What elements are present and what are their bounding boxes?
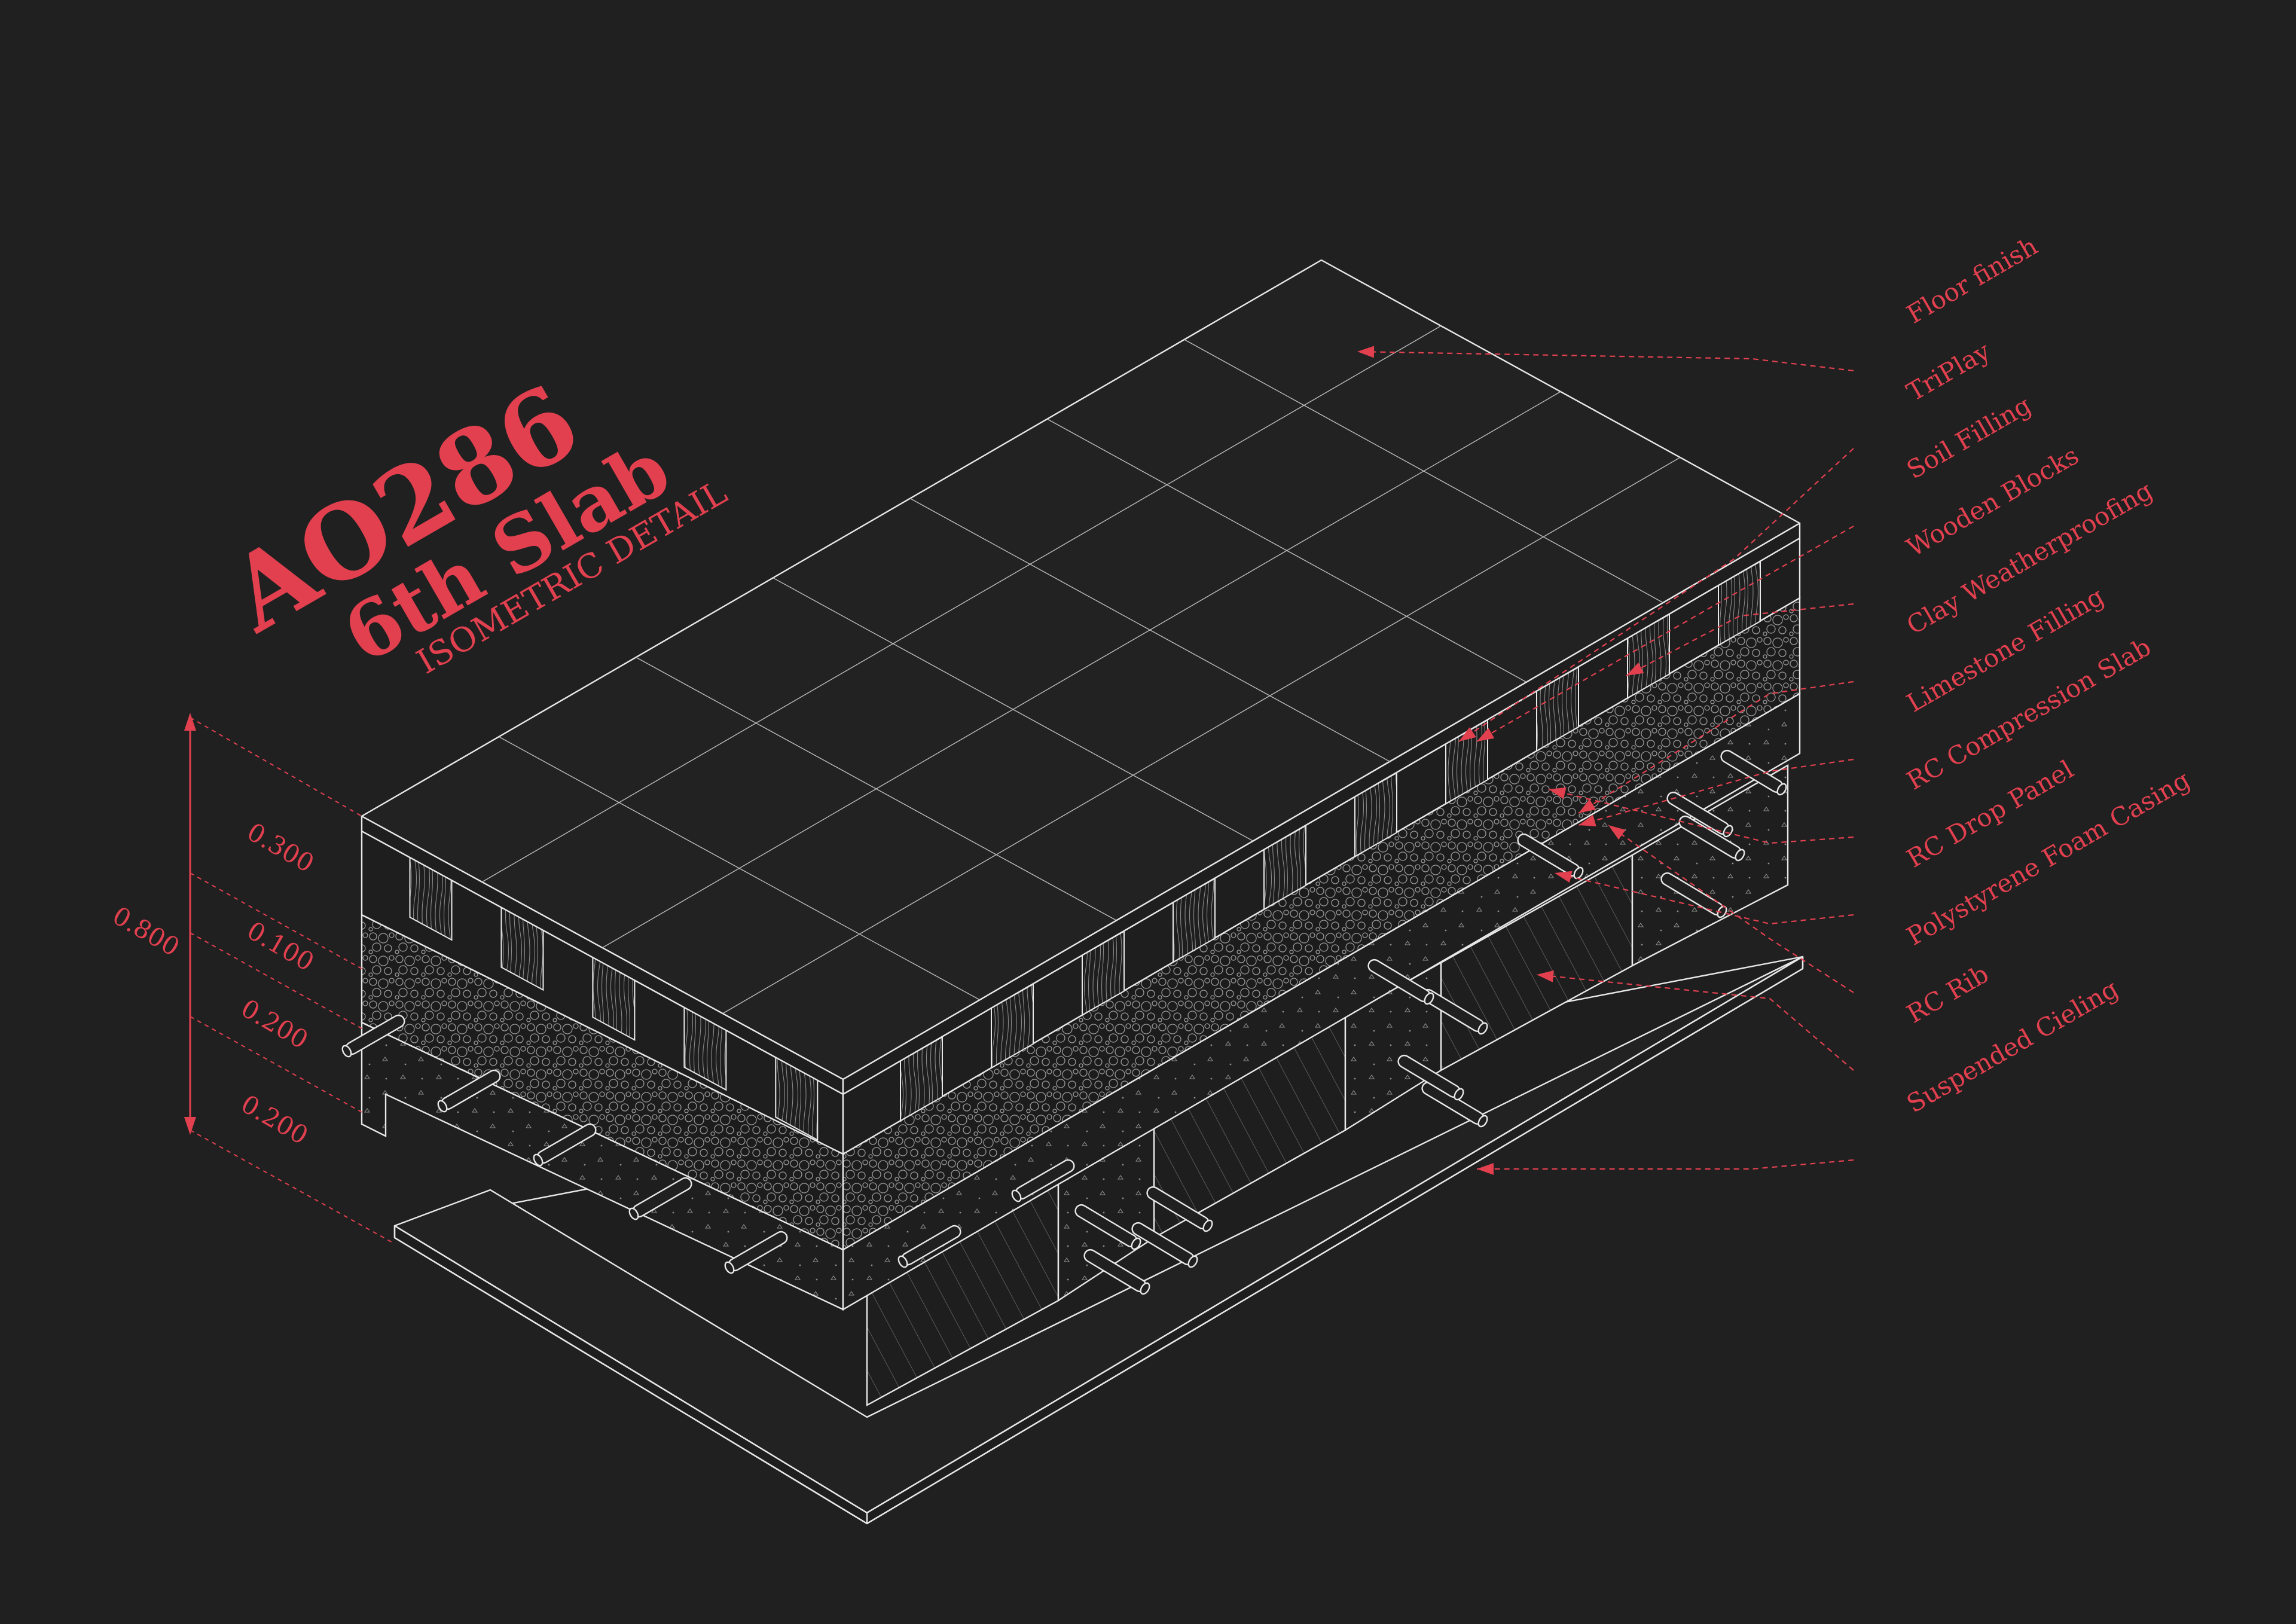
leader-suspended-ceiling [1477,1159,1854,1170]
grid-line [602,391,1561,948]
label-triplay: TriPlay [1902,336,1995,407]
rebar [1678,815,1745,862]
rebar-end [341,1045,352,1058]
rebar [1666,791,1733,838]
arrowhead [1578,799,1596,813]
rebar [724,1231,788,1274]
rebar-end [1477,1115,1488,1128]
rebar-end [437,1100,448,1113]
rebar [1011,1159,1075,1202]
rebar-end [1202,1219,1213,1232]
dimension-lines [184,713,395,1244]
arrowhead [1477,728,1495,741]
rebar-end [1454,1088,1464,1101]
rebar-end [1424,992,1434,1005]
rebar [1421,988,1488,1035]
dimension-labels: 0.800 0.300 0.100 0.200 0.200 [108,817,319,1150]
rebar [897,1225,961,1268]
dim-total: 0.800 [108,900,185,962]
dim-layer-1: 0.300 [242,817,319,878]
rebar-end [533,1153,544,1167]
leader-triplay [1458,448,1854,742]
rebar-end [724,1261,735,1274]
rebar-end [897,1255,908,1268]
dim-layer-4: 0.200 [236,1089,313,1150]
wooden-blocks [409,560,1761,1141]
arrowhead [1578,814,1596,827]
label-clay-weatherproofing: Clay Weatherproofing [1902,475,2158,640]
rebar-end [1735,848,1745,862]
dim-layer-2: 0.100 [242,915,319,977]
leader-polystyrene [1608,825,1854,993]
leader-clay-weatherproofing [1578,680,1854,814]
arrowhead [1626,663,1644,676]
rebar [1720,749,1787,796]
leader-rc-drop-panel [1554,872,1854,925]
rebar [1517,833,1584,880]
label-leaders [1357,346,1854,1175]
rebar-end [1573,866,1584,880]
grid-line [481,325,1442,883]
rebar [533,1123,597,1167]
rebar-end [1011,1189,1022,1202]
arrowhead [1477,1163,1494,1175]
rebar [1367,958,1434,1005]
label-rc-rib: RC Rib [1902,959,1994,1029]
rebars [341,749,1787,1295]
rebar [628,1177,692,1220]
rebar-end [1187,1255,1198,1268]
arrowhead [1357,346,1375,358]
leader-floor-finish [1357,350,1854,372]
arrowhead [1549,787,1567,799]
grid-line [722,457,1681,1014]
label-rc-compression-slab: RC Compression Slab [1902,632,2156,796]
dim-layer-3: 0.200 [236,993,313,1055]
rebar-end [1776,783,1787,796]
rebar [341,1014,405,1058]
rebar [437,1069,501,1113]
rebar-end [628,1207,639,1220]
floor-tile-grid [481,325,1681,1014]
rebar [1083,1248,1150,1295]
leader-soil-filling [1476,526,1854,742]
arrowhead [1608,825,1626,840]
rebar [1397,1054,1464,1101]
rebar-end [1140,1282,1150,1295]
label-floor-finish: Floor finish [1902,231,2043,329]
rebar [1660,872,1727,918]
rebar [1146,1186,1213,1232]
arrowhead [1459,727,1476,741]
rebar-end [1477,1022,1488,1035]
rebar [1074,1204,1141,1250]
leader-rc-rib [1536,973,1854,1071]
material-labels: Floor finish TriPlay Soil Filling Wooden… [1902,231,2195,1118]
arrowhead [1537,970,1554,982]
rebar [1131,1222,1198,1268]
rebar-end [1131,1237,1141,1250]
arrowhead [1555,871,1573,883]
